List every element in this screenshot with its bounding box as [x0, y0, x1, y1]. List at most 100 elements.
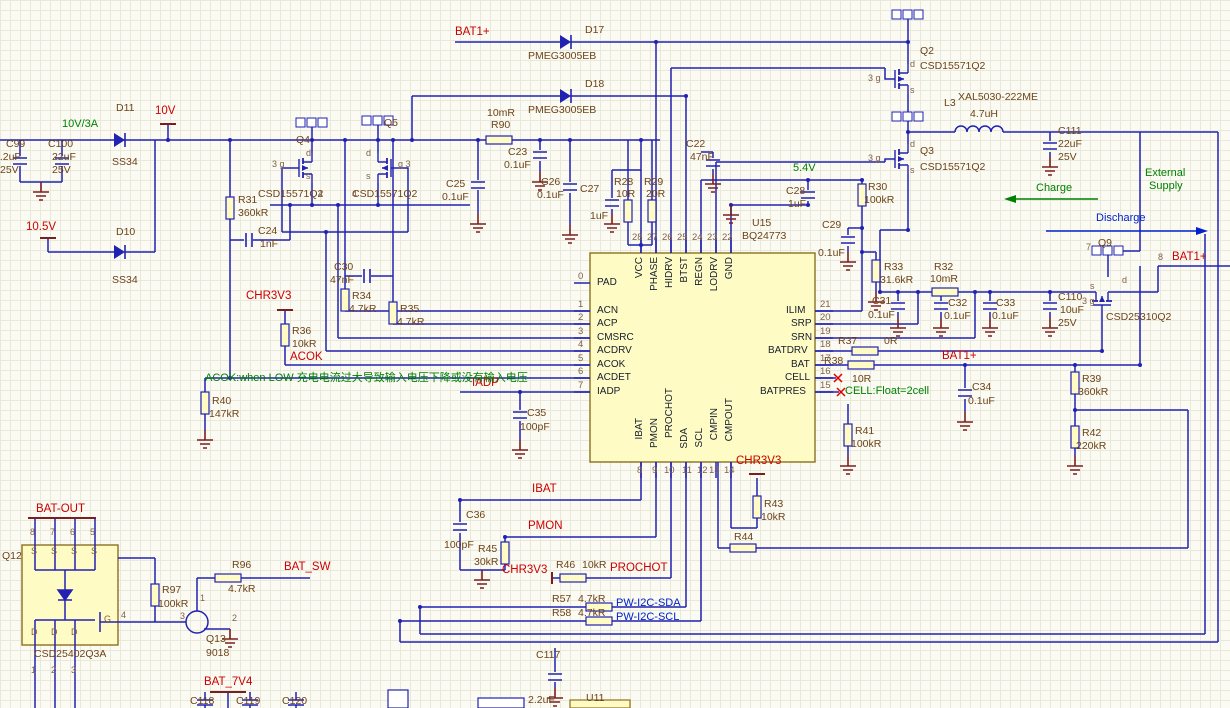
component-label: R97	[162, 584, 182, 596]
component-label: 147kR	[209, 408, 240, 420]
component-label: R30	[868, 181, 888, 193]
pin-number: 7	[578, 380, 584, 391]
component-label: R29	[644, 176, 664, 188]
pin-letter: D	[31, 627, 38, 637]
net-label: BAT1+	[942, 350, 977, 362]
component-label: C34	[972, 381, 992, 393]
component-label: 360kR	[1078, 386, 1109, 398]
pin-name-vertical: PHASE	[649, 257, 660, 291]
pin-name: IADP	[597, 386, 621, 397]
pin-number: 16	[820, 366, 831, 377]
component-label: R40	[212, 395, 232, 407]
net-label: CHR3V3	[246, 290, 292, 302]
component-label: 2.2uF	[528, 694, 555, 706]
component-label: C118	[190, 695, 215, 707]
component-label: 10uF	[1060, 304, 1084, 316]
component-label: XAL5030-222ME	[958, 91, 1038, 103]
pin-number: 25	[677, 232, 688, 243]
net-label: 10.5V	[26, 221, 57, 233]
component-label: 10mR	[930, 273, 959, 285]
component-label: 10kR	[582, 559, 607, 571]
pin-name: SRP	[791, 318, 812, 329]
pin-number: 22	[722, 232, 733, 243]
component-label: C31	[872, 295, 892, 307]
net-label: ACOK	[290, 351, 323, 363]
component-label: CSD25402Q3A	[34, 648, 107, 660]
pin-name-vertical: PMON	[649, 418, 660, 448]
component-label: 4.7kR	[578, 593, 606, 605]
net-label: PMON	[528, 520, 563, 532]
component-label: U11	[586, 692, 605, 704]
pin-number: 14	[724, 465, 735, 476]
pin-name-vertical: IBAT	[634, 418, 645, 440]
component-label: R28	[614, 176, 634, 188]
pin-number: 9	[652, 465, 658, 476]
pin-number: 1	[578, 299, 584, 310]
pin-name: ACDRV	[597, 345, 632, 356]
pin-letter: 3	[180, 611, 186, 621]
component-label: 100pF	[444, 539, 474, 551]
component-label: 4.7kR	[349, 303, 377, 315]
component-label: C111	[1058, 125, 1082, 137]
pin-name-vertical: CMPOUT	[724, 398, 735, 442]
pin-letter: 7	[1086, 242, 1092, 252]
component-label: 25V	[1058, 151, 1077, 163]
pin-number: 18	[820, 339, 831, 350]
annotation-green: 10V/3A	[62, 118, 99, 130]
pin-number: 23	[707, 232, 718, 243]
pin-number: 26	[662, 232, 673, 243]
ic-u15-body[interactable]	[589, 252, 816, 463]
component-label: PMEG3005EB	[528, 50, 597, 62]
component-label: L3	[944, 97, 956, 109]
pin-number: 27	[647, 232, 658, 243]
annotation-green: Supply	[1149, 180, 1183, 192]
component-label: 100kR	[158, 598, 189, 610]
pin-name: ACP	[597, 318, 618, 329]
component-label: 10mR	[487, 107, 516, 119]
annotation-blue: PW-I2C-SDA	[616, 597, 681, 609]
component-label: C119	[236, 695, 261, 707]
pin-letter: D	[51, 627, 58, 637]
pin-name-vertical: GND	[724, 257, 735, 280]
component-label: 22uF	[1058, 138, 1082, 150]
pin-name-vertical: VCC	[634, 257, 645, 279]
pin-number: 6	[578, 366, 584, 377]
component-label: Q5	[384, 117, 399, 129]
pin-name: ACOK	[597, 359, 626, 370]
component-label: R43	[764, 498, 784, 510]
component-label: Q12	[2, 550, 22, 562]
charge-arrow-icon	[1004, 195, 1098, 203]
component-label: SS34	[112, 156, 138, 168]
component-label: C99	[6, 138, 26, 150]
pin-letter: 3 g	[272, 159, 285, 169]
pin-letter: g 3	[398, 159, 411, 169]
ic-pin-stubs	[574, 238, 833, 478]
pin-name: ILIM	[786, 305, 806, 316]
component-label: 22uF	[52, 151, 76, 163]
pin-letter: s	[910, 165, 915, 175]
pin-letter: 3 g	[868, 73, 881, 83]
pin-number: 17	[820, 353, 831, 364]
pin-name-vertical: CMPIN	[709, 408, 720, 441]
component-label: 20R	[646, 188, 666, 200]
pin-number: 3	[578, 326, 584, 337]
component-label: C100	[48, 138, 74, 150]
pin-letter: d	[1122, 275, 1128, 285]
net-label: BAT-OUT	[36, 503, 85, 515]
pin-name-vertical: SCL	[694, 428, 705, 448]
pin-number: 24	[692, 232, 703, 243]
pin-letter: 1	[31, 665, 37, 675]
component-label: 31.6kR	[880, 274, 914, 286]
pin-name: BAT	[791, 359, 810, 370]
component-label: C26	[541, 176, 561, 188]
component-label: C110	[1058, 291, 1083, 303]
component-label: SS34	[112, 274, 138, 286]
pin-name: PAD	[597, 277, 617, 288]
pin-letter: D	[71, 627, 78, 637]
net-label: 10V	[155, 105, 176, 117]
pin-letter: 3 g	[868, 153, 881, 163]
pin-number: 28	[632, 232, 643, 243]
q12-body[interactable]	[21, 544, 119, 646]
